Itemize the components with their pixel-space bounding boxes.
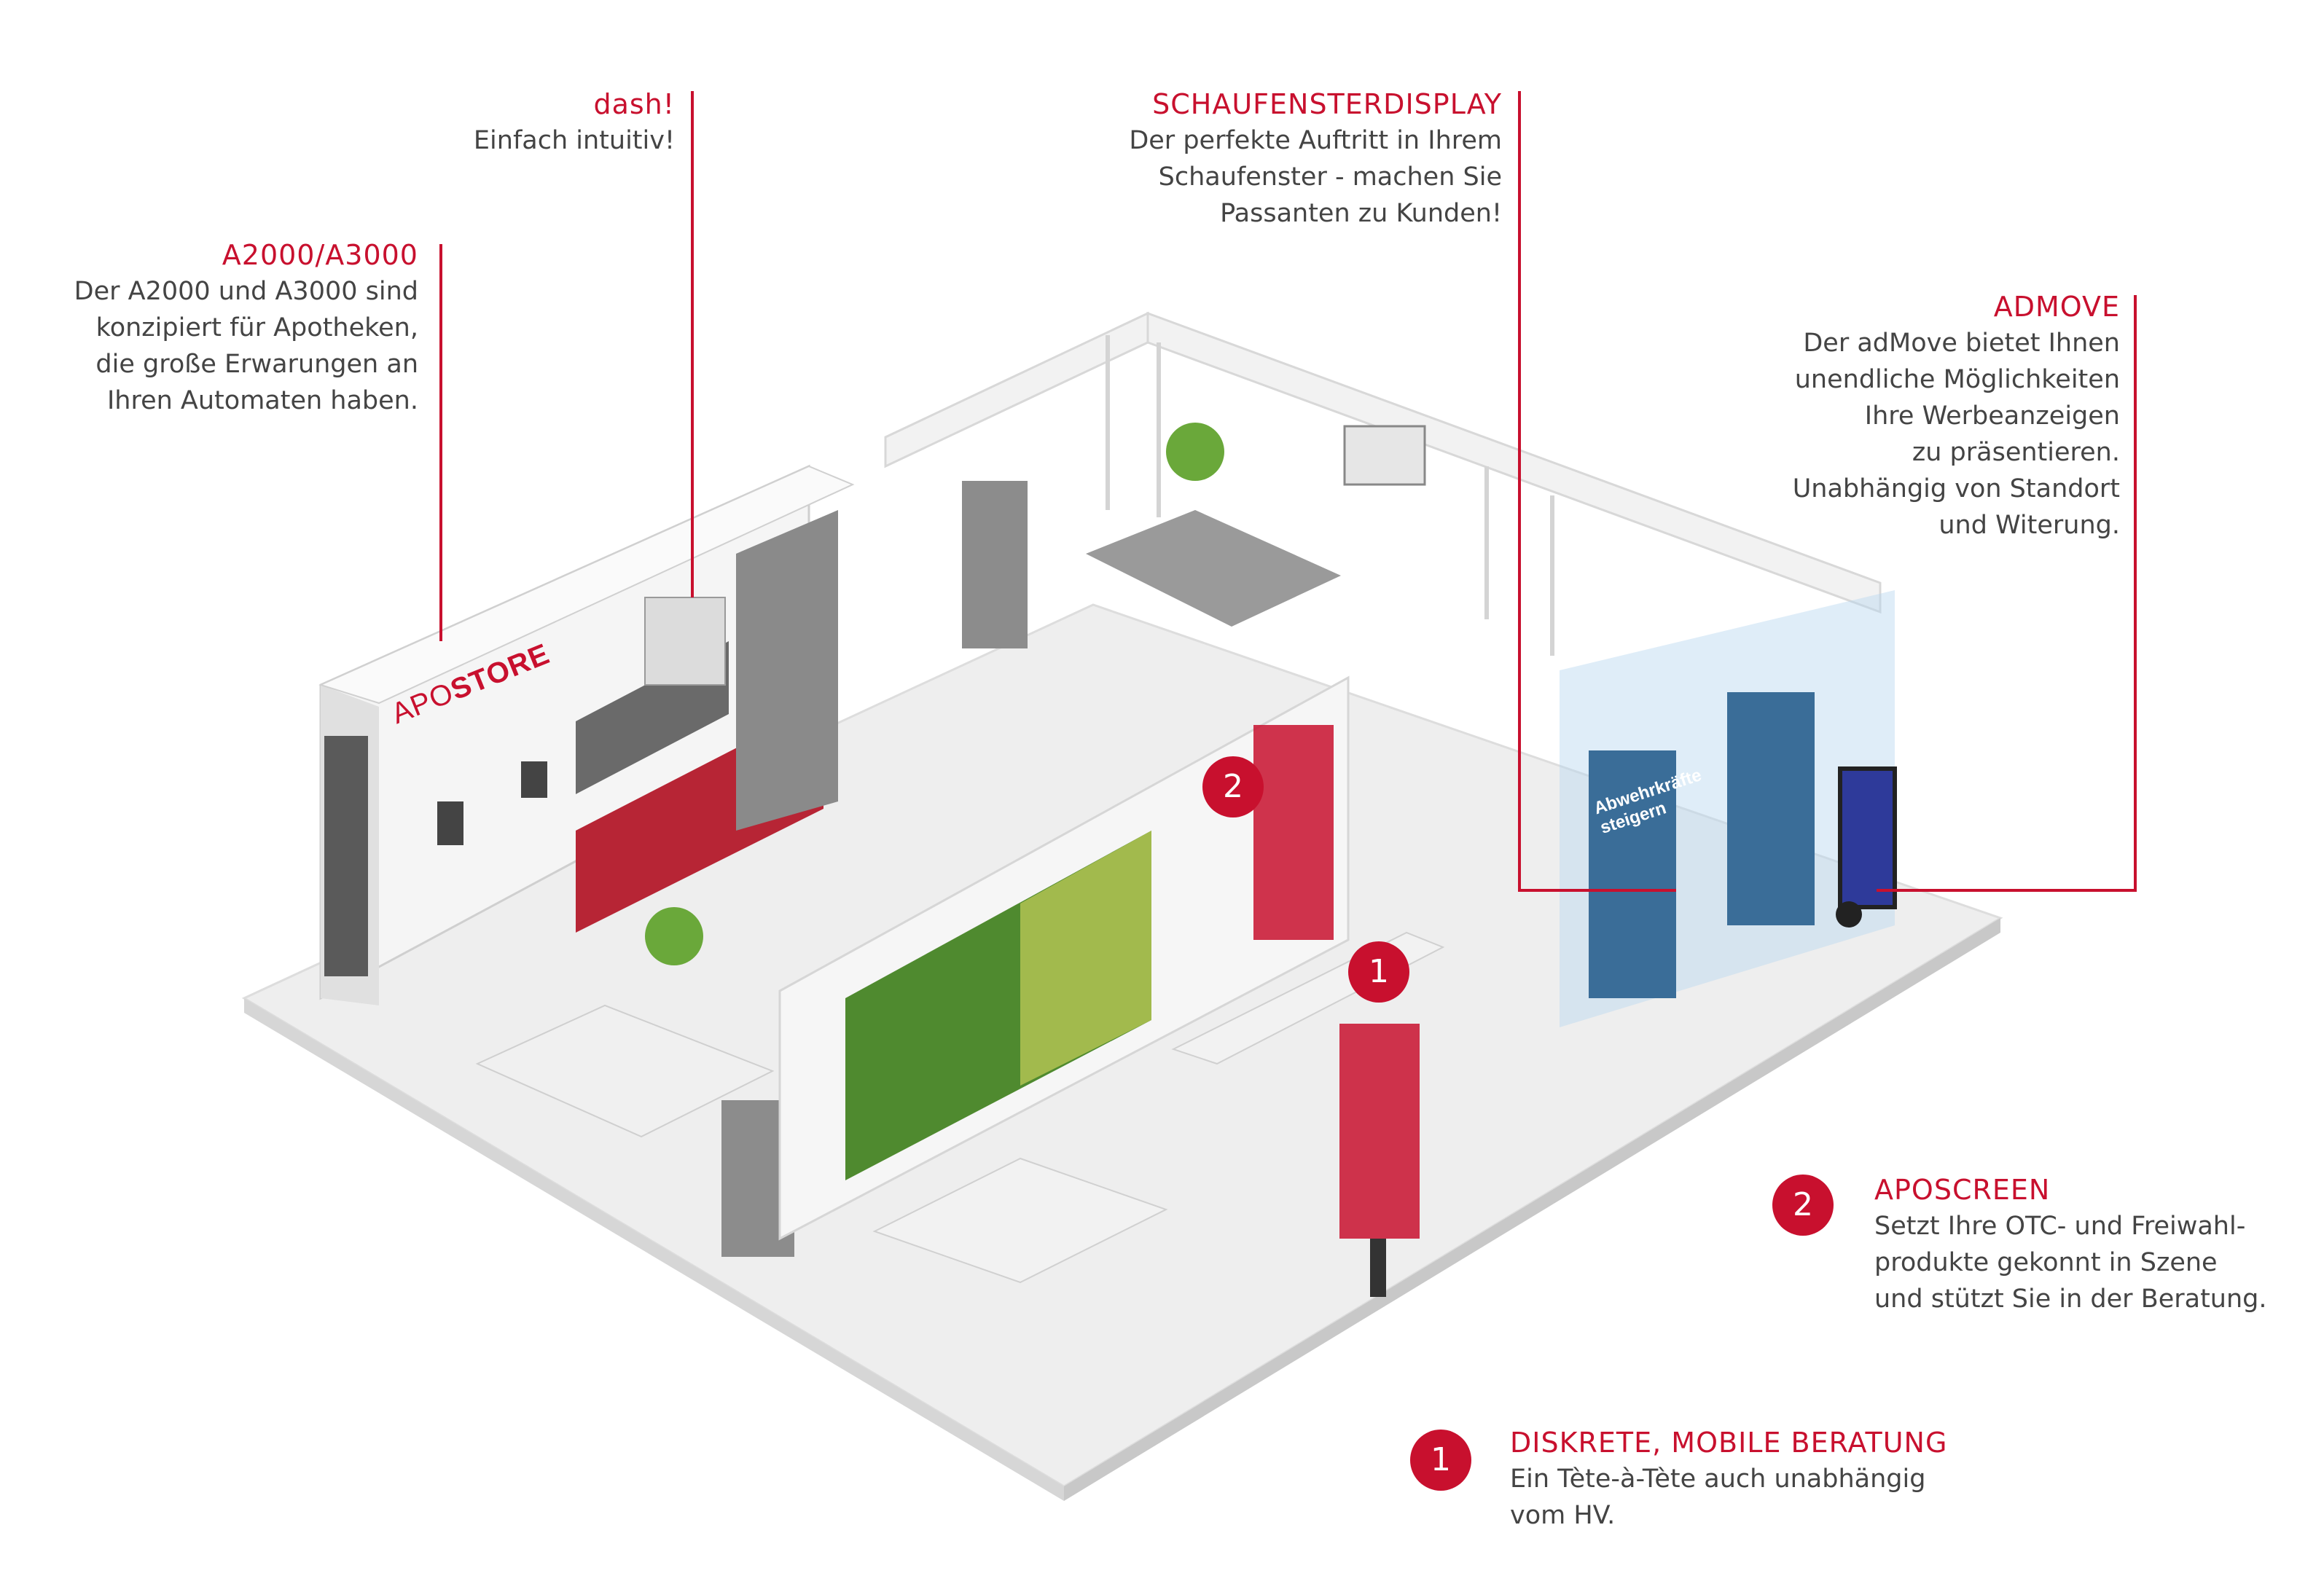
- plant: [1166, 423, 1224, 481]
- callout-title: SCHAUFENSTERDISPLAY: [1152, 88, 1502, 120]
- callout-schaufensterdisplay: SCHAUFENSTERDISPLAY Der perfekte Auftrit…: [1129, 86, 1502, 232]
- window-display-poster: [1589, 750, 1676, 998]
- callout-dash: dash! Einfach intuitiv!: [474, 86, 675, 159]
- callout-desc: produkte gekonnt in Szene: [1874, 1248, 2218, 1277]
- window-display-poster: [1727, 692, 1815, 925]
- forest-light: [1020, 831, 1151, 1086]
- callout-diskrete: DISKRETE, MOBILE BERATUNG Ein Tète-à-Tèt…: [1510, 1424, 1947, 1534]
- callout-desc: die große Erwarungen an: [95, 350, 418, 379]
- admove-display: [1838, 766, 1897, 909]
- robot-panel: [437, 801, 463, 845]
- callout-a2000: A2000/A3000 Der A2000 und A3000 sind kon…: [74, 237, 418, 419]
- floor-side-right: [1064, 918, 2000, 1501]
- scene-badge-2: 2: [1202, 756, 1264, 817]
- callout-desc: und Witerung.: [1938, 511, 2120, 540]
- dash-screen: [644, 597, 726, 686]
- callout-title: A2000/A3000: [222, 239, 418, 271]
- callout-desc: konzipiert für Apotheken,: [95, 313, 418, 342]
- robot-door: [324, 736, 368, 976]
- callout-aposcreen: APOSCREEN Setzt Ihre OTC- und Freiwahl- …: [1874, 1172, 2267, 1317]
- callout-title: dash!: [593, 88, 675, 120]
- callout-title: APOSCREEN: [1874, 1174, 2051, 1206]
- callout-desc: Der adMove bietet Ihnen: [1803, 329, 2120, 358]
- floor-side-left: [244, 998, 1064, 1501]
- callout-desc: Setzt Ihre OTC- und Freiwahl-: [1874, 1212, 2246, 1241]
- meeting-table: [1086, 510, 1341, 627]
- file-cabinet: [962, 481, 1028, 648]
- robot-tower: [736, 510, 838, 831]
- scene-badge-1: 1: [1348, 941, 1409, 1003]
- callout-desc: Unabhängig von Standort: [1792, 474, 2120, 503]
- legend-badge-2: 2: [1772, 1175, 1834, 1236]
- back-wall-right: [1146, 311, 1882, 614]
- counter: [872, 1157, 1168, 1284]
- callout-desc: Ein Tète-à-Tète auch unabhängig: [1510, 1464, 1926, 1494]
- plant: [645, 907, 703, 965]
- legend-badge-1: 1: [1410, 1430, 1471, 1491]
- aposcreen-stand: [1370, 1239, 1386, 1297]
- callout-desc: Der perfekte Auftritt in Ihrem: [1129, 126, 1502, 155]
- wall-screen: [1343, 425, 1426, 486]
- callout-desc: Passanten zu Kunden!: [1220, 199, 1502, 228]
- callout-desc: und stützt Sie in der Beratung.: [1874, 1285, 2267, 1314]
- callout-desc: vom HV.: [1510, 1501, 1616, 1530]
- callout-desc: unendliche Möglichkeiten: [1794, 365, 2120, 394]
- callout-title: DISKRETE, MOBILE BERATUNG: [1510, 1427, 1948, 1459]
- callout-line-schaufenster: [1518, 91, 1676, 892]
- callout-desc: Der A2000 und A3000 sind: [74, 277, 418, 306]
- callout-line-admove: [1877, 295, 2137, 892]
- callout-desc: zu präsentieren.: [1912, 438, 2120, 467]
- callout-desc: Einfach intuitiv!: [473, 126, 675, 155]
- callout-desc: Ihre Werbeanzeigen: [1864, 401, 2120, 431]
- aposcreen-display: [1253, 725, 1334, 940]
- aposcreen-display: [1339, 1024, 1420, 1239]
- callout-desc: Ihren Automaten haben.: [106, 386, 418, 415]
- callout-admove: ADMOVE Der adMove bietet Ihnen unendlich…: [1793, 289, 2120, 544]
- robot-panel: [521, 761, 547, 798]
- desk: [475, 1004, 775, 1138]
- admove-wheel: [1836, 901, 1862, 928]
- callout-title: ADMOVE: [1993, 291, 2120, 323]
- robot-top: [318, 465, 855, 705]
- callout-desc: Schaufenster - machen Sie: [1158, 162, 1502, 192]
